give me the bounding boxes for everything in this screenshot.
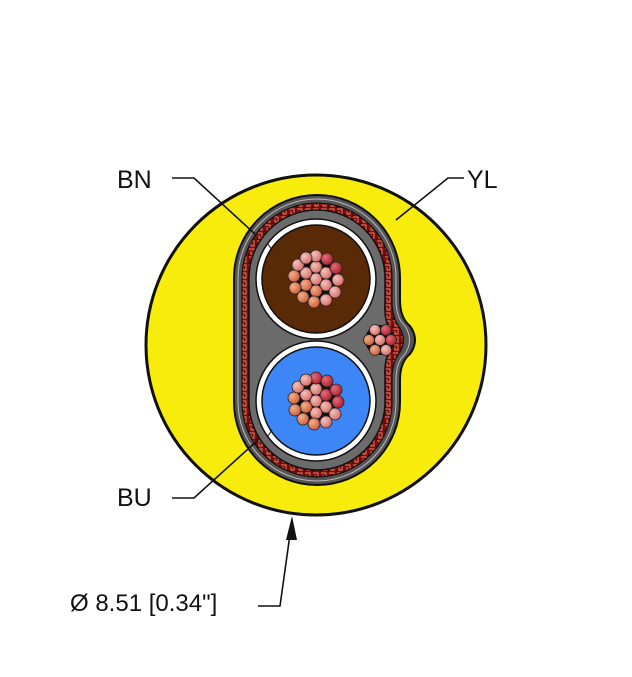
blue-core-label: BU (117, 484, 152, 512)
yl-leader-line (395, 177, 464, 221)
brown-core-label: BN (117, 166, 152, 194)
drain-wire (363, 324, 397, 356)
blue-core (255, 340, 377, 462)
bn-leader-line (172, 177, 257, 236)
bu-leader-line (172, 439, 259, 499)
brown-core-strands (287, 249, 345, 309)
blue-core-strands (287, 371, 345, 431)
brown-core (255, 218, 377, 340)
yellow-jacket-label: YL (467, 166, 498, 194)
diameter-dimension-arrow (258, 516, 297, 607)
diameter-label: Ø 8.51 [0.34"] (70, 590, 218, 617)
